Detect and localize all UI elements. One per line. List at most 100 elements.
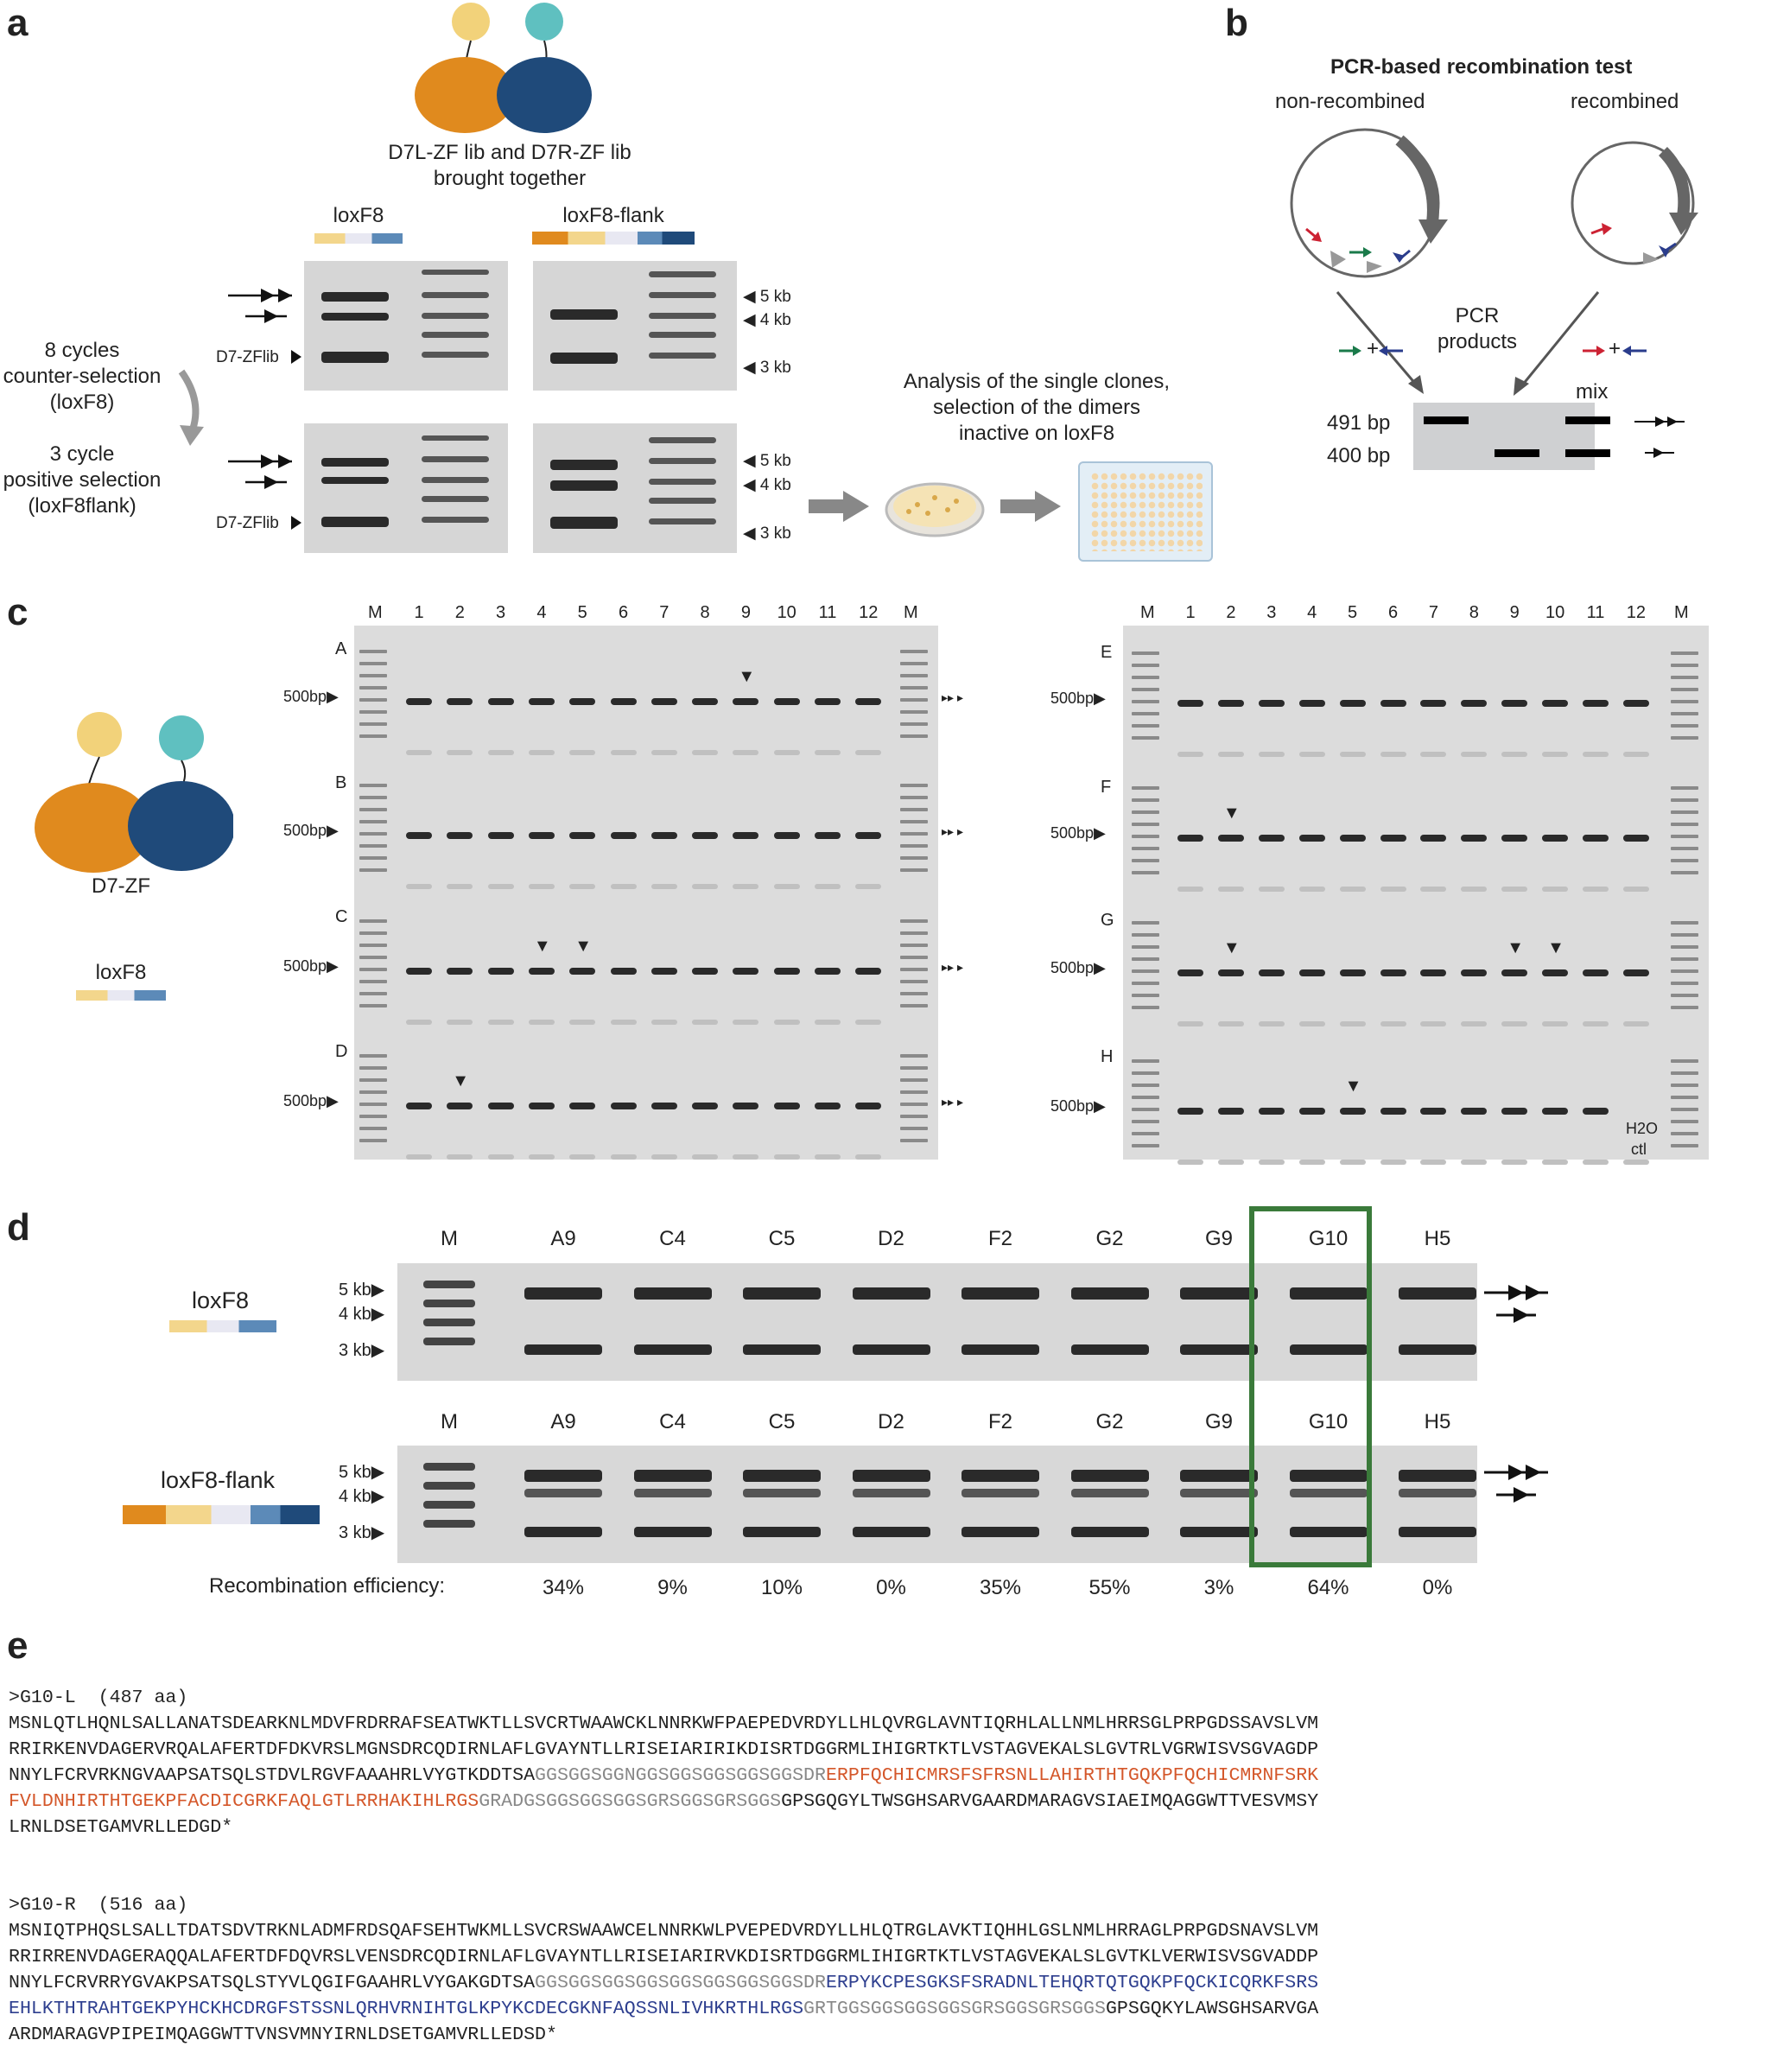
ladder-band: [900, 868, 928, 872]
d-ladder-band: [423, 1520, 475, 1528]
ladder-band: [1132, 1132, 1159, 1135]
sequence-line: FVLDNHIRTHTGEKPFACDICGRKFAQLGTLRRHAKIHLR…: [9, 1789, 1318, 1815]
gel-well-band: [1420, 887, 1447, 892]
ladder-band: [359, 832, 387, 836]
ladder-band: [359, 1127, 387, 1130]
ladder-band: [359, 722, 387, 726]
ladder-band: [900, 698, 928, 702]
d-size-label: 3 kb▶: [339, 1341, 385, 1360]
ladder-band: [1671, 724, 1698, 728]
d-band-lower: [1180, 1344, 1258, 1355]
construct-label: D7-ZF: [92, 874, 150, 898]
ladder-band: [1132, 1084, 1159, 1087]
sequence-line: RRIRRENVDAGERAQQALAFERTDFDQVRSLVENSDRCQD…: [9, 1944, 1318, 1970]
gel-band: [1420, 700, 1447, 707]
d-band-upper: [1289, 1287, 1368, 1300]
gel-loxf8-label: loxF8: [333, 204, 384, 227]
ladder-band: [1671, 736, 1698, 740]
gel-band: [733, 698, 759, 705]
gel-well-band: [1501, 1021, 1528, 1026]
d7-library-dimer-illustration: [415, 3, 592, 133]
d-band-upper: [852, 1470, 930, 1482]
panel-b-title: PCR-based recombination test: [1330, 55, 1633, 79]
ladder-band: [359, 734, 387, 738]
d-band-upper: [743, 1470, 821, 1482]
gel-well-band: [1339, 1021, 1366, 1026]
sequence-line: LRNLDSETGAMVRLLEDGD*: [9, 1815, 232, 1840]
gel-band: [487, 832, 514, 839]
gel-band: [1622, 700, 1649, 707]
lane-header: 1: [1185, 603, 1196, 622]
selected-clone-marker: ▼: [1222, 938, 1241, 957]
band-arrows-icon: ▸▸ ▸: [942, 690, 963, 704]
ladder-band: [1671, 712, 1698, 715]
lane-header: 5: [1348, 603, 1358, 622]
gel-band: [569, 968, 596, 975]
d-band-upper: [852, 1287, 930, 1300]
ladder-band: [900, 856, 928, 860]
step1-line2: counter-selection: [3, 365, 162, 388]
d-band-lower: [961, 1344, 1039, 1355]
grey-arrow-icon-2: [1000, 491, 1061, 522]
lane-header: 12: [1626, 603, 1647, 622]
gel-well-band: [1380, 752, 1406, 757]
gel-band: [692, 968, 719, 975]
d-ladder-band: [423, 1482, 475, 1490]
ladder-band: [359, 674, 387, 677]
gel-a-top-left: [304, 261, 508, 391]
selected-clone-marker: ▼: [1344, 1077, 1362, 1096]
gel-well-band: [1542, 1160, 1569, 1165]
ladder-band: [900, 1004, 928, 1007]
gel-well-band: [773, 1154, 800, 1160]
gel-well-band: [692, 1020, 719, 1025]
size-500bp-label: 500bp▶: [1050, 1097, 1106, 1115]
gel-well-band: [528, 884, 555, 889]
gel-band: [610, 1103, 637, 1109]
gel-band: [487, 1103, 514, 1109]
band-arrows-icon: ▸▸ ▸: [942, 1095, 963, 1109]
ladder-band: [900, 650, 928, 653]
ladder-band: [1132, 945, 1159, 949]
gel-band: [1298, 1108, 1325, 1115]
ladder-band: [359, 1103, 387, 1106]
curved-arrow-icon: [178, 369, 204, 446]
ladder-band: [1671, 700, 1698, 703]
gel-band: [692, 698, 719, 705]
d-band-mid: [1399, 1489, 1476, 1497]
d-band-lower: [1289, 1527, 1368, 1537]
ladder-band: [359, 650, 387, 653]
d-band-mid: [1180, 1489, 1258, 1497]
sequence-segment: NNYLFCRVRRYGVAKPSATSQLSTYVLQGIFGAAHRLVYG…: [9, 1973, 536, 1993]
ladder-band: [1671, 1071, 1698, 1075]
ladder-band: [900, 710, 928, 714]
gel-well-band: [1217, 1160, 1244, 1165]
gel-well-band: [569, 884, 596, 889]
gel-well-band: [1501, 752, 1528, 757]
gel-band: [855, 832, 882, 839]
d-ladder-band: [423, 1463, 475, 1471]
ladder-band: [1671, 982, 1698, 985]
gel-band: [1339, 835, 1366, 842]
ladder-band: [900, 1103, 928, 1106]
panel-label-e: e: [7, 1624, 29, 1667]
gel-well-band: [1420, 1160, 1447, 1165]
ladder-band: [359, 931, 387, 935]
d-clone-header: C5: [768, 1227, 796, 1250]
d7-zf-dimer-illustration: [35, 712, 233, 873]
size-491bp: 491 bp: [1327, 411, 1391, 435]
lane-header: 3: [496, 603, 506, 622]
ladder-band: [900, 980, 928, 983]
ladder-band: [359, 992, 387, 995]
gel-band: [692, 832, 719, 839]
gel-band: [1420, 969, 1447, 976]
sequence-line: NNYLFCRVRKNGVAAPSATSQLSTDVLRGVFAAAHRLVYG…: [9, 1763, 1318, 1789]
gel-well-band: [1583, 1021, 1609, 1026]
ladder-band: [359, 662, 387, 665]
d-band-lower: [1289, 1344, 1368, 1355]
ladder-band: [1132, 1059, 1159, 1063]
panel-label-c: c: [7, 591, 29, 633]
lane-header: 11: [1586, 603, 1605, 622]
gel-well-band: [487, 884, 514, 889]
sequence-segment: RRIRRENVDAGERAQQALAFERTDFDQVRSLVENSDRCQD…: [9, 1947, 1319, 1967]
lane-header: 9: [1509, 603, 1520, 622]
